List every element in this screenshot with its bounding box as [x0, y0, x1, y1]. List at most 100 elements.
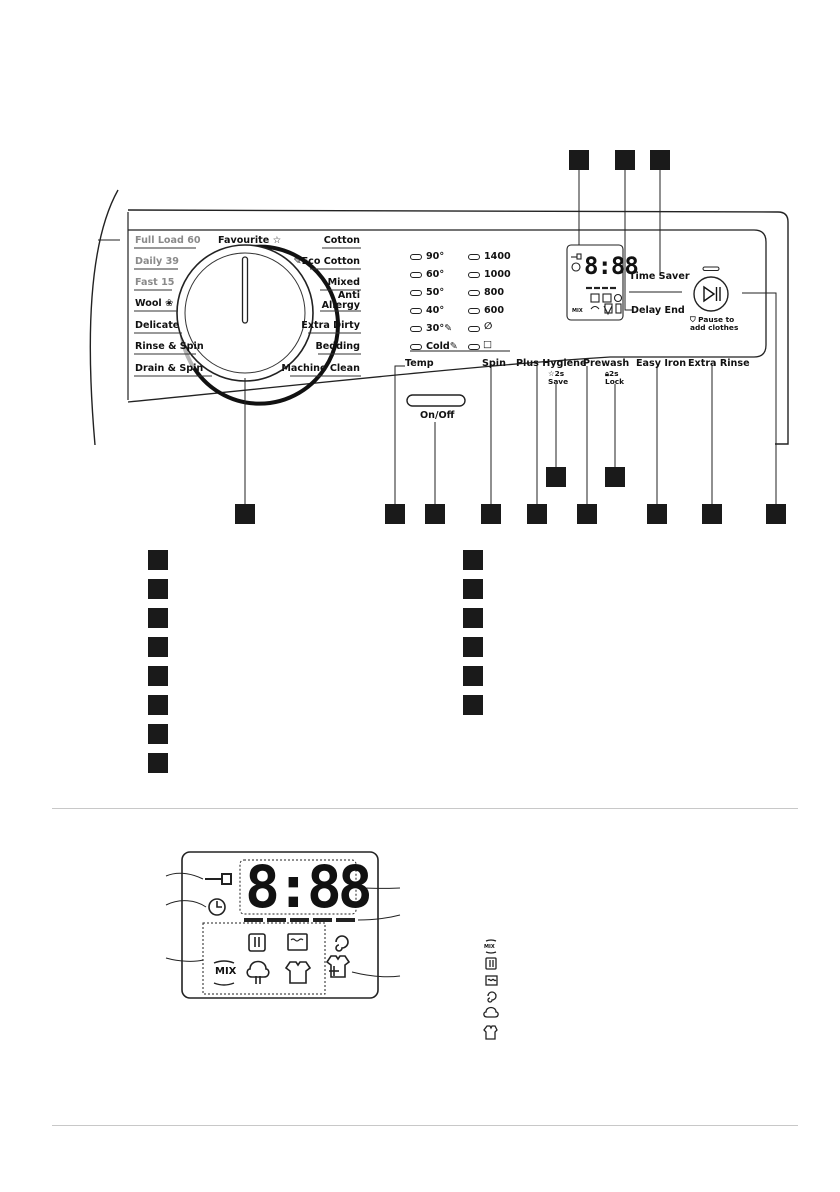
- eco-leaf-icon: ✎: [293, 256, 302, 267]
- easy-iron-button[interactable]: Easy Iron: [636, 358, 687, 369]
- program-label: Drain & Spin: [135, 363, 204, 374]
- spin-led: [468, 344, 480, 350]
- spin-led: [468, 290, 480, 296]
- detail-display-digits: 8:88: [245, 853, 373, 921]
- temp-option: 40°: [426, 305, 445, 316]
- lock-icon: 🔒︎: [605, 369, 609, 378]
- time-saver-button[interactable]: Time Saver: [629, 271, 690, 282]
- legend-marker: [463, 608, 483, 628]
- spin-option: 600: [484, 305, 505, 316]
- legend-marker: [148, 724, 168, 744]
- no-spin-icon: ∅: [484, 321, 493, 332]
- pause-hint-2: add clothes: [690, 323, 739, 332]
- temp-led: [410, 344, 422, 350]
- mix-icon: MIX: [215, 966, 237, 977]
- spin-option: 1400: [484, 251, 511, 262]
- program-label: Machine Clean: [281, 363, 360, 374]
- legend-marker: [148, 550, 168, 570]
- temp-option: 90°: [426, 251, 445, 262]
- callout-marker: [425, 504, 445, 524]
- spin-button[interactable]: Spin: [482, 358, 506, 369]
- program-label: Mixed: [327, 277, 360, 288]
- panel-display-digits: 8:88: [584, 252, 639, 280]
- display-detail: [181, 851, 379, 999]
- program-label: Fast 15: [135, 277, 175, 288]
- callout-marker: [650, 150, 670, 170]
- spin-option: 800: [484, 287, 505, 298]
- temp-option: Cold✎: [426, 341, 458, 352]
- legend-marker: [148, 637, 168, 657]
- lock-label: Lock: [605, 377, 625, 386]
- temp-led: [410, 326, 422, 332]
- spin-option: 1000: [484, 269, 511, 280]
- drain-icon: □: [483, 339, 493, 350]
- callout-marker: [481, 504, 501, 524]
- start-pause-button-ring: [693, 276, 729, 312]
- callout-marker: [569, 150, 589, 170]
- temp-led: [410, 290, 422, 296]
- mix-icon: MIX: [572, 308, 583, 314]
- star-icon: ☆: [548, 369, 555, 378]
- program-label: Allergy: [321, 300, 360, 311]
- program-label-favourite: Favourite ☆: [218, 235, 282, 246]
- temp-button[interactable]: Temp: [405, 358, 434, 369]
- program-label: Full Load 60: [135, 235, 201, 246]
- temp-option: 30°✎: [426, 323, 453, 334]
- section-divider: [52, 1125, 798, 1126]
- legend-marker: [148, 579, 168, 599]
- spin-led: [468, 254, 480, 260]
- legend-marker: [148, 695, 168, 715]
- legend-marker: [463, 579, 483, 599]
- section-divider: [52, 808, 798, 809]
- program-label: Bedding: [315, 341, 360, 352]
- extra-rinse-button[interactable]: Extra Rinse: [688, 358, 750, 369]
- callout-marker: [766, 504, 786, 524]
- shirt-icon: ⛉: [690, 315, 696, 324]
- callout-marker: [577, 504, 597, 524]
- callout-marker: [235, 504, 255, 524]
- program-label: Anti: [337, 290, 360, 301]
- eco-leaf-icon: ✎: [449, 341, 458, 352]
- legend-mix-icon: MIX: [484, 944, 495, 950]
- legend-marker: [148, 608, 168, 628]
- callout-marker: [385, 504, 405, 524]
- pause-hint: ⛉ Pause to: [690, 315, 735, 324]
- temp-led: [410, 272, 422, 278]
- callout-marker: [605, 467, 625, 487]
- callout-marker: [615, 150, 635, 170]
- callout-lines: [244, 168, 777, 508]
- eco-leaf-icon: ✎: [444, 323, 453, 334]
- callout-marker: [702, 504, 722, 524]
- delay-end-button[interactable]: Delay End: [631, 305, 685, 316]
- wool-icon: ❀: [165, 298, 174, 309]
- callout-marker: [647, 504, 667, 524]
- program-label: Delicate: [135, 320, 180, 331]
- program-label: Daily 39: [135, 256, 179, 267]
- program-label: Wool ❀: [135, 298, 174, 309]
- program-label: Rinse & Spin: [135, 341, 204, 352]
- save-hint: ☆2s: [548, 369, 565, 378]
- legend-marker: [148, 666, 168, 686]
- prewash-button[interactable]: Prewash: [583, 358, 630, 369]
- plus-hygiene-button[interactable]: Plus Hygiene: [516, 358, 587, 369]
- program-label: Cotton: [323, 235, 360, 246]
- spin-led: [468, 308, 480, 314]
- save-label: Save: [548, 377, 569, 386]
- panel-inner-frame: [127, 229, 767, 403]
- legend-marker: [463, 550, 483, 570]
- legend-marker: [463, 666, 483, 686]
- legend-marker: [463, 695, 483, 715]
- temp-led: [410, 308, 422, 314]
- panel-display: [566, 244, 624, 321]
- detail-callouts: [165, 872, 401, 978]
- on-off-button[interactable]: On/Off: [420, 410, 455, 421]
- program-label: Extra Dirty: [301, 320, 360, 331]
- spin-led: [468, 326, 480, 332]
- temp-option: 50°: [426, 287, 445, 298]
- callout-marker: [527, 504, 547, 524]
- panel-left-curve: [89, 189, 119, 446]
- spin-led: [468, 272, 480, 278]
- panel-outline: [127, 209, 789, 445]
- temp-led: [410, 254, 422, 260]
